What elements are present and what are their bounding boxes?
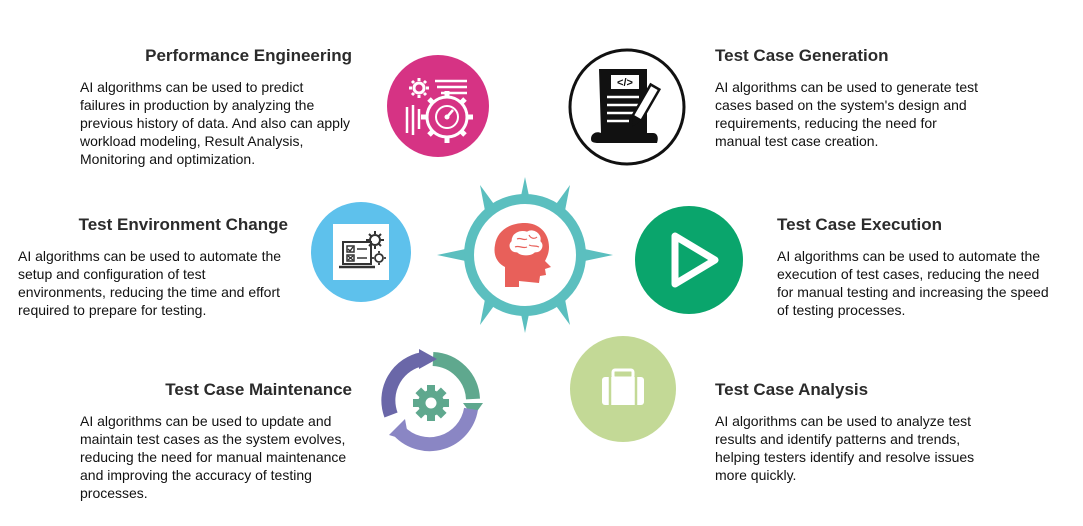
analysis-text: AI algorithms can be used to analyze tes… <box>715 413 975 483</box>
maintenance-title: Test Case Maintenance <box>165 380 352 399</box>
block-test-case-generation: Test Case Generation AI algorithms can b… <box>715 46 980 150</box>
generation-title: Test Case Generation <box>715 46 889 65</box>
briefcase-icon <box>570 336 676 442</box>
maintenance-text: AI algorithms can be used to update and … <box>80 413 347 501</box>
brain-head-icon <box>437 177 613 333</box>
play-icon <box>635 206 743 314</box>
environment-title: Test Environment Change <box>78 215 288 234</box>
gear-dashboard-icon <box>387 55 489 157</box>
block-test-case-execution: Test Case Execution AI algorithms can be… <box>777 215 1057 319</box>
generation-text: AI algorithms can be used to generate te… <box>715 79 979 149</box>
svg-text:</>: </> <box>617 77 633 89</box>
execution-title: Test Case Execution <box>777 215 943 234</box>
execution-text: AI algorithms can be used to automate th… <box>777 248 1049 318</box>
block-performance-engineering: Performance Engineering AI algorithms ca… <box>80 46 352 168</box>
environment-text: AI algorithms can be used to automate th… <box>18 248 282 318</box>
block-test-case-analysis: Test Case Analysis AI algorithms can be … <box>715 380 980 484</box>
block-test-case-maintenance: Test Case Maintenance AI algorithms can … <box>80 380 352 502</box>
code-document-pen-icon: </> <box>568 48 686 166</box>
laptop-checklist-gear-icon <box>311 202 411 302</box>
performance-text: AI algorithms can be used to predict fai… <box>80 79 351 167</box>
performance-title: Performance Engineering <box>145 46 352 65</box>
cycle-gear-icon <box>381 349 483 452</box>
analysis-title: Test Case Analysis <box>715 380 869 399</box>
block-test-environment-change: Test Environment Change AI algorithms ca… <box>18 215 288 319</box>
